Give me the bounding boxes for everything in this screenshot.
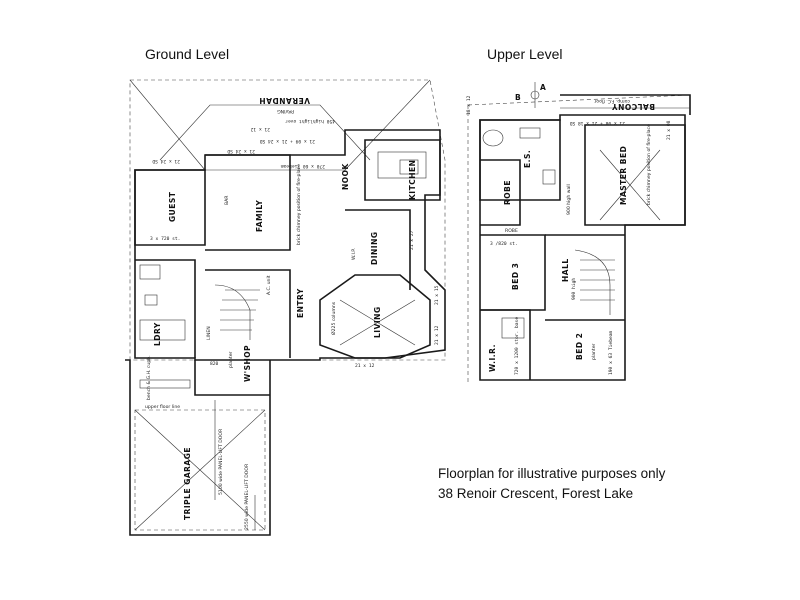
dim-upper-left: 18 x 12 — [466, 95, 472, 115]
label-paving: PAVING — [277, 108, 294, 114]
room-label-ensuite: E.S. — [523, 150, 532, 168]
room-label-master-bed: MASTER BED — [619, 146, 628, 205]
shower-recess — [139, 264, 161, 280]
room-label-balcony: BALCONY — [612, 102, 655, 111]
dim-hall-side: 900 high — [571, 278, 577, 300]
room-label-workshop: W'SHOP — [243, 345, 252, 382]
dim-living-side-2: 21 x 12 — [434, 325, 440, 345]
dim-balcony-top: 21 x 08 + 21 x 18 SD — [569, 120, 625, 126]
room-label-dining: DINING — [370, 231, 379, 265]
ensuite-wc — [542, 169, 556, 185]
living-bay-walls — [319, 274, 431, 359]
guest-room-walls — [134, 169, 206, 246]
note-comp-fc-floor: comp. F.C. floor — [594, 98, 630, 104]
upper-level-plan: B A BALCONY MASTER BED E.S. ROBE BED 3 H… — [466, 82, 691, 385]
master-bed-walls — [584, 124, 686, 226]
entry-walls — [205, 269, 291, 358]
note-robe-small: ROBE — [505, 228, 518, 234]
note-wip: W.I.P. — [351, 248, 357, 260]
dim-verandah-mid: 21 x 24 SD — [152, 158, 180, 164]
room-label-bed3: BED 3 — [511, 263, 520, 290]
roof-hip-lines — [129, 79, 431, 171]
note-panel-lift-1: 5100 wide PANEL-LIFT DOOR — [218, 428, 224, 495]
note-high-wall: 900 high wall — [566, 184, 572, 215]
dim-lintel-1: 450 highlight over — [285, 118, 335, 124]
dim-entry-side: 820 — [210, 361, 219, 367]
garage-floor-line — [134, 409, 266, 531]
robe-walls — [480, 159, 521, 226]
disclaimer-caption: Floorplan for illustrative purposes only — [438, 466, 666, 481]
address-caption: 38 Renoir Crescent, Forest Lake — [438, 486, 634, 501]
room-label-living: LIVING — [373, 306, 382, 338]
note-planter: planter — [228, 351, 234, 368]
family-room-walls — [205, 154, 291, 251]
upper-marker-a: A — [540, 83, 546, 92]
room-label-triple-garage: TRIPLE GARAGE — [183, 447, 192, 520]
room-label-entry: ENTRY — [296, 288, 305, 318]
room-label-hall: HALL — [561, 258, 570, 282]
dim-nook: 21 x 09 + 21 x 24 SD — [259, 138, 315, 144]
kitchen-walls — [364, 139, 441, 201]
dim-living-bottom: 21 x 12 — [355, 363, 375, 369]
note-chimney-upper: brick chimney position of fire-place — [646, 124, 652, 205]
ensuite-walls — [479, 119, 561, 201]
room-label-bed2: BED 2 — [575, 333, 584, 360]
note-linen: LINEN — [206, 326, 212, 340]
ground-level-heading: Ground Level — [145, 46, 230, 62]
note-bar: BAR — [224, 195, 230, 205]
note-ac-unit: A.C. unit — [266, 275, 272, 295]
dim-lintel-2: 270 x 60 Tiebeam — [281, 163, 325, 169]
garage-walls — [125, 359, 271, 536]
dim-dining-side: 21 x 27 — [409, 230, 415, 250]
bathroom-shower — [501, 317, 525, 339]
note-panel-lift-2: 2550 wide PANEL-LIFT DOOR — [244, 463, 250, 530]
workshop-walls — [194, 360, 270, 396]
ground-level-plan: GUEST FAMILY NOOK KITCHEN DINING ENTRY L… — [125, 79, 446, 536]
room-label-wir: W.I.R. — [488, 344, 497, 372]
room-label-guest: GUEST — [168, 191, 177, 222]
verandah-paving-line — [159, 104, 371, 161]
note-bench: bench & G.H. cupb. — [146, 355, 152, 400]
cooktop — [399, 159, 419, 175]
ground-staircase — [214, 284, 260, 340]
room-label-robe: ROBE — [503, 180, 512, 205]
room-label-nook: NOOK — [341, 162, 350, 190]
note-chimney-ground: brick chimney position of fire-place — [296, 164, 302, 245]
room-label-kitchen: KITCHEN — [408, 160, 417, 200]
dim-verandah-top: 21 x 12 — [250, 126, 270, 132]
master-roof-lines — [599, 149, 661, 221]
dim-bed2-side: 190 x 63 Tiebeam — [608, 331, 614, 375]
wir-walls — [480, 309, 531, 380]
laundry-walls — [135, 259, 196, 358]
dim-family-top: 21 x 24 SD — [227, 148, 255, 154]
dim-guest-side: 3 x 720 st. — [150, 236, 180, 242]
dining-walls — [345, 209, 411, 290]
upper-marker-b: B — [515, 93, 521, 102]
note-planter-upper: planter — [591, 343, 597, 360]
ensuite-vanity — [519, 127, 541, 139]
wc-pan — [144, 294, 158, 306]
room-label-laundry: LDRY — [153, 322, 162, 346]
garage-roof-lines — [134, 409, 266, 531]
note-upper-floor-line: upper floor line — [145, 404, 180, 410]
upper-staircase — [574, 249, 615, 315]
dim-wir-side: 720 x 1200 stor. base — [514, 317, 520, 375]
laundry-tub — [139, 319, 186, 341]
ground-external-walls — [134, 129, 446, 361]
garage-bench — [139, 379, 191, 389]
dim-master-side: 21 x 08 — [666, 120, 672, 140]
living-ceiling-lines — [339, 299, 416, 346]
room-label-verandah: VERANDAH — [259, 96, 310, 105]
kitchen-bench — [377, 151, 427, 179]
dim-bed3-side: 3 /820 st. — [490, 241, 518, 247]
note-columns: Ø225 columns — [330, 301, 337, 335]
ensuite-bath — [482, 129, 504, 147]
upper-level-heading: Upper Level — [487, 46, 563, 62]
room-label-family: FAMILY — [255, 200, 264, 232]
upper-roof-outline — [467, 94, 691, 385]
balcony-walls — [560, 94, 691, 115]
dim-living-side-1: 21 x 15 — [434, 285, 440, 305]
